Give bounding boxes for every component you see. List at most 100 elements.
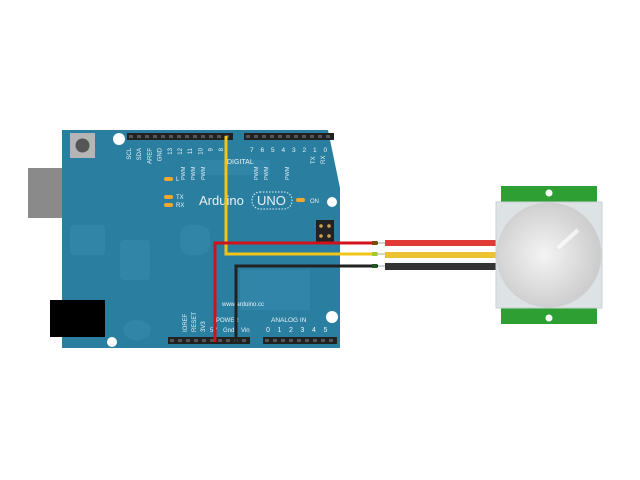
header-pin[interactable] — [321, 339, 325, 342]
header-pin[interactable] — [294, 135, 298, 138]
analog-in-label: ANALOG IN — [271, 317, 307, 324]
header-pin[interactable] — [210, 339, 214, 342]
header-pin[interactable] — [302, 135, 306, 138]
digital-label: DIGITAL — [227, 159, 254, 166]
pir-motion-sensor — [495, 186, 603, 324]
power-label: POWER — [216, 318, 239, 324]
header-pin[interactable] — [265, 339, 269, 342]
header-pin[interactable] — [170, 339, 174, 342]
header-pin[interactable] — [201, 135, 205, 138]
pin-label: 1 — [313, 147, 317, 154]
pin-label: 9 — [209, 147, 215, 151]
svg-text:RX: RX — [176, 203, 184, 209]
header-pin[interactable] — [289, 339, 293, 342]
led-on: ON — [296, 198, 319, 205]
power-pin-label: Gnd — [223, 328, 234, 334]
header-pin[interactable] — [286, 135, 290, 138]
header-pin[interactable] — [297, 339, 301, 342]
svg-text:L: L — [176, 177, 180, 183]
analog-pin-label: 3 — [301, 327, 305, 334]
header-pin[interactable] — [161, 135, 165, 138]
pin-label: SDA — [137, 148, 143, 160]
header-pin[interactable] — [186, 339, 190, 342]
header-pin[interactable] — [318, 135, 322, 138]
header-pin[interactable] — [218, 339, 222, 342]
pir-dome — [496, 202, 602, 308]
wire-signal — [224, 136, 378, 256]
mounting-hole — [327, 197, 337, 207]
mounting-hole — [326, 311, 338, 323]
header-pin[interactable] — [217, 135, 221, 138]
pin-label: 4 — [282, 147, 286, 154]
header-pin[interactable] — [177, 135, 181, 138]
mounting-hole — [113, 133, 125, 145]
header-pin[interactable] — [270, 135, 274, 138]
header-pin[interactable] — [153, 135, 157, 138]
header-pin[interactable] — [129, 135, 133, 138]
header-pin[interactable] — [185, 135, 189, 138]
header-pin[interactable] — [326, 135, 330, 138]
reset-button[interactable] — [70, 133, 95, 158]
header-pin[interactable] — [246, 135, 250, 138]
header-pin[interactable] — [262, 135, 266, 138]
power-pin-label: RESET — [192, 312, 198, 332]
pin-label: GND — [158, 147, 164, 161]
sensor-cable-signal — [385, 252, 497, 258]
sensor-cable-power — [385, 240, 497, 246]
pin-label: 12 — [178, 147, 184, 154]
header-pin[interactable] — [278, 135, 282, 138]
pin-label: 5 — [271, 147, 275, 154]
header-pin[interactable] — [329, 339, 333, 342]
analog-pin-label: 4 — [312, 327, 316, 334]
header-pin[interactable] — [169, 135, 173, 138]
header-pin[interactable] — [254, 135, 258, 138]
header-strip — [168, 337, 250, 344]
header-pin[interactable] — [226, 339, 230, 342]
header-pin[interactable] — [281, 339, 285, 342]
header-pin[interactable] — [313, 339, 317, 342]
pin-label: 8 — [219, 147, 225, 151]
pin-label: 6 — [261, 147, 265, 154]
analog-pin-label: 2 — [289, 327, 293, 334]
header-pin[interactable] — [310, 135, 314, 138]
sensor-cable-ground — [385, 263, 497, 270]
pin-label: 7 — [250, 147, 254, 154]
wire-power — [213, 241, 378, 342]
pwm-label: PWM — [181, 166, 187, 180]
model-label: UNO — [257, 193, 286, 208]
arduino-logo-text: Arduino — [199, 193, 244, 208]
tx-pin-label: TX — [311, 156, 317, 164]
analog-pin-label: 0 — [266, 327, 270, 334]
power-pin-label: 3V3 — [201, 321, 207, 332]
header-pin[interactable] — [209, 135, 213, 138]
mounting-hole — [107, 337, 117, 347]
pwm-label: PWM — [191, 166, 197, 180]
pin-label: AREF — [147, 148, 153, 164]
header-pin[interactable] — [193, 135, 197, 138]
pin-label: 3 — [292, 147, 296, 154]
header-pin[interactable] — [145, 135, 149, 138]
header-pin[interactable] — [202, 339, 206, 342]
pin-headers — [127, 133, 337, 344]
pin-label: 11 — [188, 147, 194, 154]
header-pin[interactable] — [178, 339, 182, 342]
pin-label: SCL — [127, 147, 133, 159]
svg-text:ON: ON — [310, 199, 319, 205]
header-pin[interactable] — [273, 339, 277, 342]
header-pin[interactable] — [305, 339, 309, 342]
pwm-label: PWM — [254, 166, 260, 180]
header-pin[interactable] — [194, 339, 198, 342]
pin-label: 0 — [324, 147, 328, 154]
power-pin-label: Vin — [241, 328, 250, 334]
svg-text:TX: TX — [176, 195, 184, 201]
led-tx: TX — [164, 195, 184, 201]
pwm-label: PWM — [285, 166, 291, 180]
board-components — [70, 160, 310, 340]
power-pin-label: IOREF — [183, 313, 189, 332]
header-pin[interactable] — [137, 135, 141, 138]
wire-ground — [234, 264, 378, 342]
led-l: L — [164, 177, 180, 183]
header-pin[interactable] — [242, 339, 246, 342]
